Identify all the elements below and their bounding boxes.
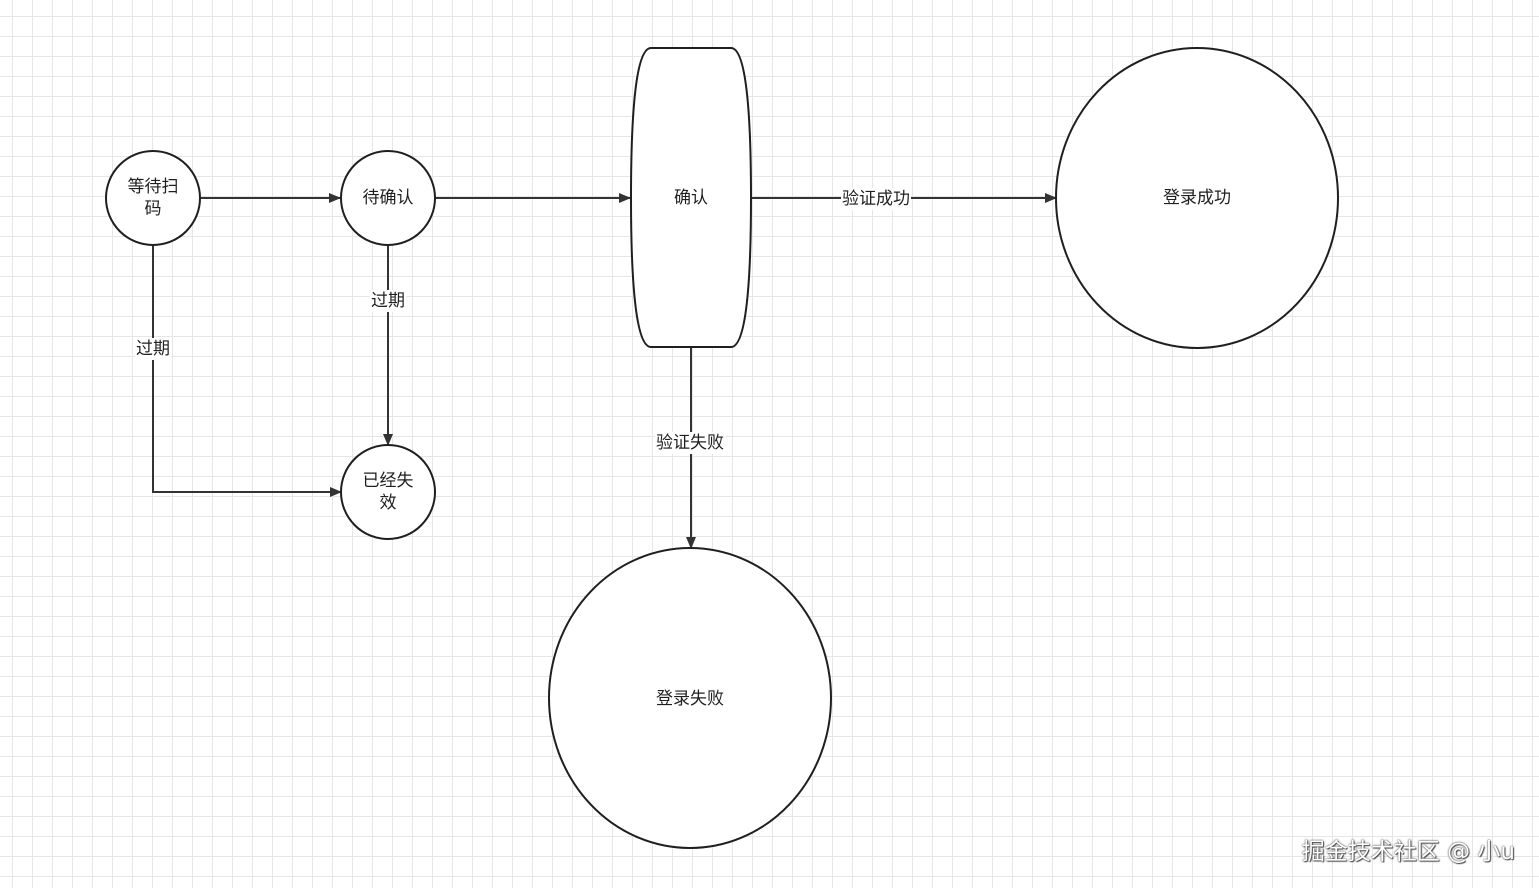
node-login-success[interactable] [1055, 47, 1339, 349]
label-pending-confirm: 待确认 [362, 188, 414, 208]
edge-waiting-to-expired [152, 246, 342, 497]
label-login-success: 登录成功 [1163, 188, 1231, 208]
node-confirm[interactable] [629, 47, 753, 348]
node-pending-confirm[interactable] [340, 150, 436, 246]
node-login-failed[interactable] [548, 547, 832, 849]
node-expired[interactable] [340, 444, 436, 540]
node-waiting-scan[interactable] [105, 150, 201, 246]
edge-label-waiting-to-expired: 过期 [135, 338, 171, 360]
edge-label-confirm-to-failed: 验证失败 [655, 432, 725, 454]
edge-label-pending-to-expired: 过期 [370, 290, 406, 312]
label-login-failed: 登录失败 [656, 689, 724, 709]
label-confirm: 确认 [674, 188, 708, 208]
watermark: 掘金技术社区 @ 小u [1301, 839, 1515, 865]
label-expired: 已经失效 [362, 471, 414, 513]
label-waiting-scan: 等待扫码 [127, 177, 179, 219]
edge-label-confirm-to-success: 验证成功 [841, 188, 911, 210]
